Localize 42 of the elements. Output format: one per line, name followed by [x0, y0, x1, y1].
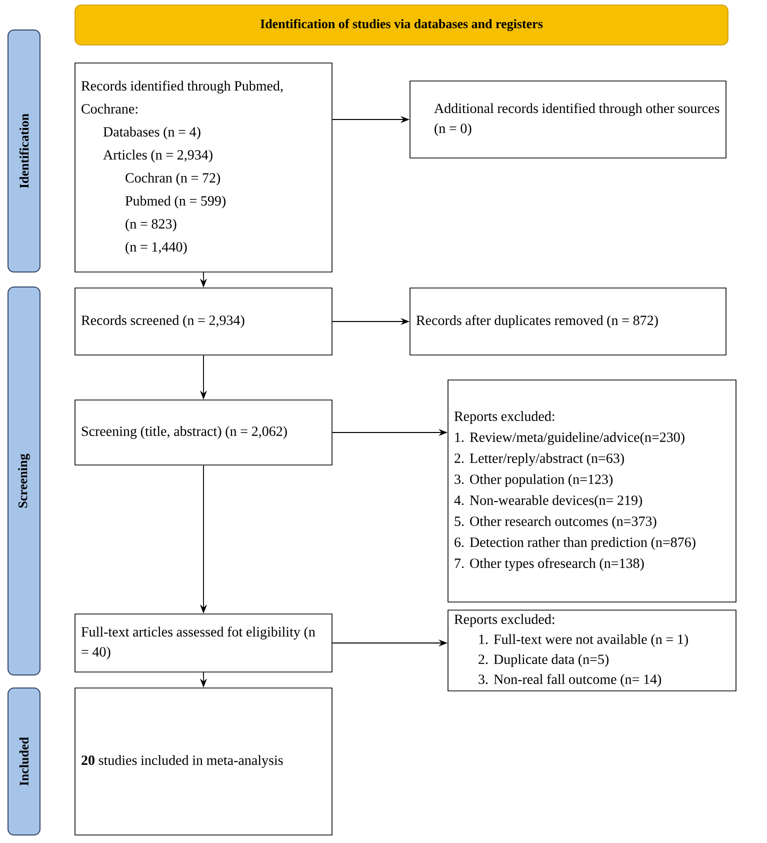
- process-box: [74, 688, 332, 836]
- process-box: [74, 288, 332, 356]
- stage-band: [8, 688, 40, 836]
- process-box: [410, 288, 726, 356]
- list-item: 6. Detection rather than prediction (n=876): [454, 537, 696, 550]
- process-box: [74, 62, 332, 272]
- count-line: (n = 1,440): [126, 242, 187, 254]
- process-box: [74, 400, 332, 466]
- list-item: 5. Other research outcomes (n=373): [454, 516, 656, 529]
- count-line: Cochran (n = 72): [126, 172, 220, 186]
- box-text: Additional records identified through other sources (n = 0): [434, 103, 720, 136]
- box-text: Records after duplicates removed (n = 872): [416, 315, 658, 328]
- list-item: 4. Non-wearable devices(n= 219): [454, 495, 642, 508]
- band-label: Included: [19, 737, 29, 786]
- list-item: 2. Duplicate data (n=5): [478, 654, 609, 667]
- count-line: Articles (n = 2,934): [103, 150, 212, 162]
- count-line: Pubmed (n = 599): [125, 196, 226, 208]
- heading-banner: [74, 4, 728, 46]
- process-box: [74, 614, 332, 672]
- band-label: Screening: [18, 454, 30, 508]
- box-text: Records screened (n = 2,934): [81, 315, 244, 328]
- header-title: Identification of studies via databases and registers: [260, 19, 543, 32]
- count-line: (n = 823): [126, 218, 176, 232]
- box-text: 20 studies included in meta-analysis: [82, 755, 283, 768]
- box-heading: Reports excluded:: [454, 614, 554, 627]
- list-item: 7. Other types ofresearch (n=138): [454, 558, 644, 571]
- box-text: Screening (title, abstract) (n = 2,062): [82, 426, 287, 439]
- process-box: [448, 380, 736, 602]
- process-box: [448, 610, 736, 692]
- list-item: 1. Review/meta/guideline/advice(n=230): [455, 432, 684, 445]
- process-box: [410, 80, 726, 158]
- band-label: Identification: [19, 114, 29, 188]
- box-heading: Records identified through Pubmed, Cochrane:: [81, 80, 283, 114]
- list-item: 1. Full-text were not available (n = 1): [479, 634, 688, 647]
- stage-band: [8, 30, 40, 272]
- stage-band: [8, 286, 40, 676]
- box-text: Full-text articles assessed fot eligibility (n = 40): [81, 626, 316, 660]
- list-item: 2. Letter/reply/abstract (n=63): [454, 453, 624, 466]
- box-heading: Reports excluded:: [454, 411, 554, 424]
- list-item: 3. Non-real fall outcome (n= 14): [478, 674, 662, 687]
- list-item: 3. Other population (n=123): [454, 474, 613, 487]
- count-line: Databases (n = 4): [103, 126, 200, 140]
